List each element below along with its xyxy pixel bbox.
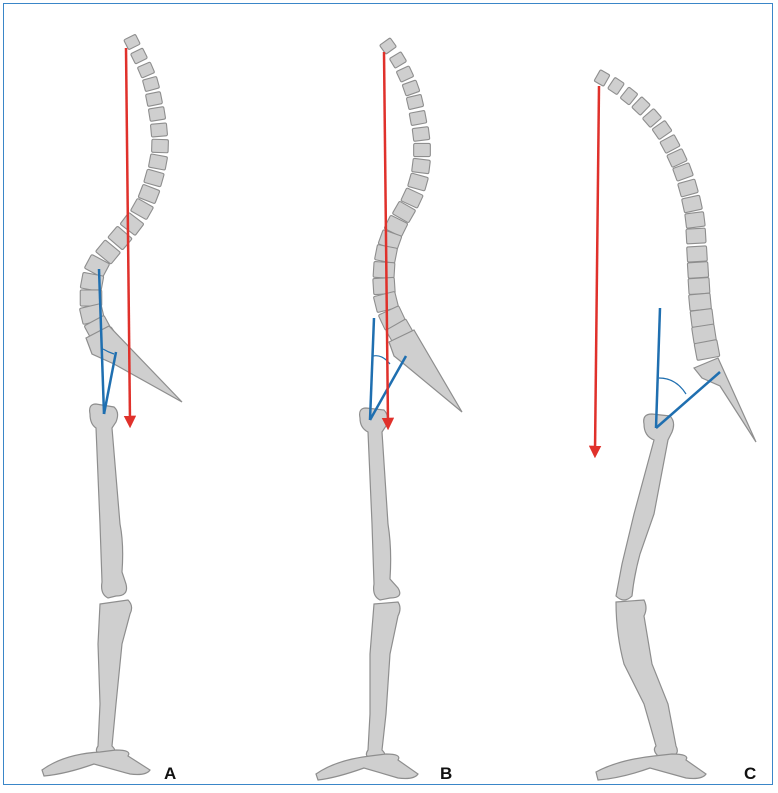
panel-b-foot [316,754,418,780]
panel-b-spine-vertebra [373,261,395,278]
panel-b-spine-vertebra [408,173,429,191]
panel-a-femur [90,404,127,598]
spine-alignment-figure: A B C [3,3,773,785]
panel-a-spine-vertebra [124,34,141,50]
panel-c-spine-vertebra [678,179,699,197]
panel-c-spine-vertebra [594,70,610,87]
panel-b-spine-vertebra [409,110,427,125]
panel-b-spine-vertebra [396,66,414,82]
panel-c-spine-vertebra [686,228,706,244]
panel-b-spine-vertebra [380,38,397,55]
panel-c-spine-vertebra [608,77,625,95]
panel-a: A [42,34,182,783]
panel-c-spine-vertebra [688,277,710,294]
panel-c-femur [616,414,674,600]
panel-c-sacrum [694,358,756,442]
panel-a-label: A [164,764,176,783]
figure-canvas: A B C [4,4,778,793]
panel-c-spine-vertebra [687,262,708,279]
panel-b-spine-vertebra [412,127,430,142]
panel-c-foot [596,754,706,780]
panel-b-pelvic-vertical-line [370,318,374,420]
panel-c-spine-vertebra [620,87,638,105]
panel-a-spine-vertebra [148,154,167,170]
panel-c-gravity-line [595,86,599,452]
panel-b: B [316,38,462,783]
panel-a-spine-vertebra [152,139,169,153]
panel-b-spine [373,38,431,345]
panel-c-spine-vertebra [689,293,712,311]
panel-a-spine-vertebra [145,92,162,107]
panel-b-spine-vertebra [406,94,423,109]
panel-a-foot [42,750,150,776]
panel-b-tibia [366,602,400,758]
panel-c-spine-vertebra [682,195,703,213]
panel-c-spine-vertebra [685,212,705,229]
panel-b-spine-vertebra [402,80,420,96]
panel-c-sacral-line [656,372,720,428]
panel-c-pelvic-vertical-line [656,308,660,428]
panel-a-spine-vertebra [144,169,165,187]
panel-a-spine-vertebra [150,123,167,137]
panel-a-spine [79,34,168,353]
panel-b-spine-vertebra [412,158,431,174]
panel-a-tibia [96,600,131,754]
panel-c-spine-vertebra [632,97,651,116]
panel-c-label: C [744,764,756,783]
panel-b-femur [360,408,400,600]
panel-c-tibia [616,600,677,756]
panel-c-angle-arc [659,378,686,394]
panel-b-label: B [440,764,452,783]
panel-a-spine-vertebra [130,48,147,64]
panel-c-spine [594,70,720,361]
panel-a-spine-vertebra [148,107,165,122]
panel-b-sacrum [389,330,462,412]
panel-b-spine-vertebra [414,143,431,156]
panel-a-spine-vertebra [137,62,154,78]
panel-c: C [594,70,756,783]
panel-a-spine-vertebra [142,76,159,91]
panel-b-spine-vertebra [389,52,406,69]
panel-c-spine-vertebra [694,340,720,361]
panel-c-spine-vertebra [687,246,708,262]
